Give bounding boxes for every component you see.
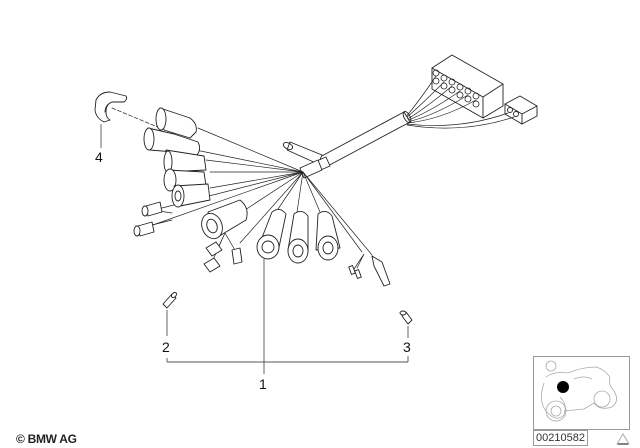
main-connector-icon bbox=[431, 54, 504, 119]
small-bulb-icon bbox=[133, 201, 163, 237]
large-socket-icon bbox=[201, 199, 248, 240]
socket-icon bbox=[143, 107, 211, 208]
callout-3[interactable]: 3 bbox=[403, 339, 411, 355]
document-number: 00210582 bbox=[533, 430, 588, 446]
triangle-warning-icon bbox=[616, 433, 630, 445]
two-pin-connector-icon bbox=[504, 95, 538, 125]
bulb-2-icon bbox=[162, 292, 177, 309]
bulb-icon bbox=[205, 241, 223, 257]
clip-cap-icon bbox=[94, 91, 128, 123]
callout-1[interactable]: 1 bbox=[259, 376, 267, 392]
harness-sheath-icon bbox=[282, 111, 412, 179]
callout-4[interactable]: 4 bbox=[95, 149, 103, 165]
motorcycle-icon bbox=[541, 360, 617, 422]
callout-2[interactable]: 2 bbox=[162, 339, 170, 355]
motorcycle-thumbnail bbox=[533, 356, 630, 430]
copyright-label: © BMW AG bbox=[16, 432, 77, 446]
bulb-3-icon bbox=[399, 310, 413, 325]
grip-socket-icon bbox=[256, 209, 341, 264]
